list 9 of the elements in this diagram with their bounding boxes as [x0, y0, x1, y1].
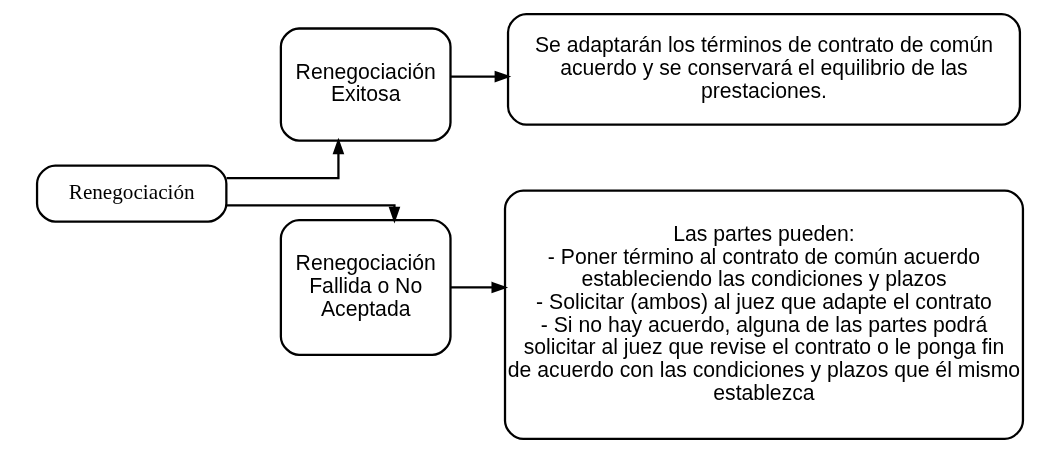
arrow	[450, 281, 509, 294]
node-box: Renegociación Fallida o No Aceptada	[279, 218, 452, 356]
arrow	[450, 70, 512, 83]
arrow	[226, 204, 401, 224]
node-box: Las partes pueden: - Poner término al contrato de común acuerdo estableciendo las condiciones y plazos - Solicitar (ambos) al juez que adapte el contrato - Si no hay acuerdo, alguna de las partes podrá solicitar al juez que revise el contrato o le ponga fin de acuerdo con las condiciones y plazos que él mismo establezca	[503, 189, 1025, 441]
node-box: Se adaptarán los términos de contrato de común acuerdo y se conservará el equilibrio de las prestaciones.	[506, 12, 1022, 126]
node-box: Renegociación	[35, 164, 228, 223]
node-box: Renegociación Exitosa	[279, 27, 452, 142]
arrow	[226, 137, 345, 180]
